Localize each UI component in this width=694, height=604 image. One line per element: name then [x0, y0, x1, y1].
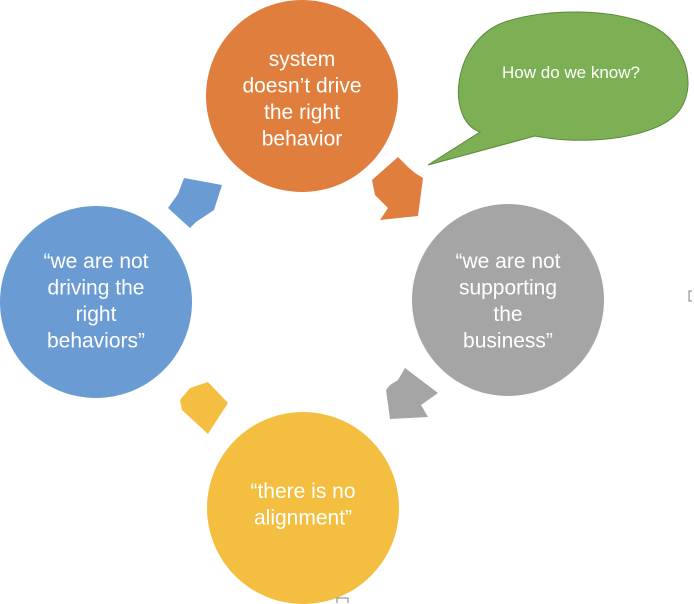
node-line: business”: [463, 330, 553, 353]
node-line: right: [76, 303, 117, 326]
callout-text: How do we know?: [502, 63, 640, 82]
selection-handle-right: [688, 290, 692, 302]
node-line: system: [269, 48, 336, 71]
node-line: doesn’t drive: [242, 75, 361, 98]
node-line: behaviors”: [47, 330, 145, 353]
callout-bubble: How do we know?: [427, 11, 689, 166]
node-line: “we are not: [455, 250, 560, 273]
selection-handle-bottom: [336, 597, 349, 603]
node-line: “we are not: [43, 250, 148, 273]
node-business: “we are not supporting the business”: [412, 204, 604, 396]
node-system: system doesn’t drive the right behavior: [206, 0, 398, 192]
arrow-alignment-to-behaviors: [180, 382, 228, 434]
node-line: the right: [264, 101, 340, 124]
arrow-behaviors-to-system: [168, 178, 222, 228]
node-behaviors: “we are not driving the right behaviors”: [0, 206, 192, 398]
node-alignment: “there is no alignment”: [207, 412, 399, 604]
node-line: “there is no: [250, 480, 355, 503]
node-line: the: [493, 303, 522, 326]
arrow-business-to-alignment: [386, 368, 438, 419]
node-line: supporting: [459, 277, 557, 300]
node-line: behavior: [262, 128, 343, 151]
node-line: alignment”: [254, 507, 352, 530]
node-line: driving the: [48, 277, 145, 300]
arrow-system-to-business: [372, 157, 423, 220]
